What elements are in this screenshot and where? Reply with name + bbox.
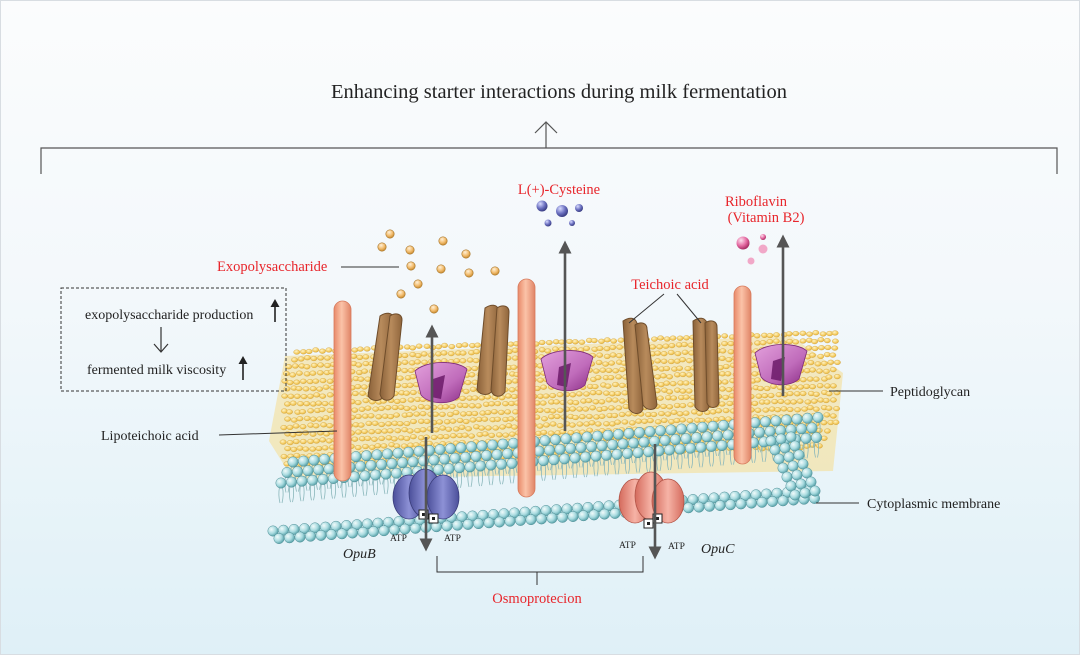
peptidoglycan-label: Peptidoglycan	[890, 385, 970, 400]
riboflavin-particles	[736, 234, 768, 265]
osmoprotection-bracket	[436, 556, 644, 585]
down-arrow-icon	[153, 327, 169, 353]
exopolysaccharide-label: Exopolysaccharide	[217, 259, 327, 275]
teichoic-acid-leaders	[628, 293, 702, 324]
up-arrow-icon	[270, 299, 280, 322]
atp-label-opub-left: ATP	[390, 534, 407, 544]
teichoic-acid-structures	[367, 304, 720, 414]
diagram-title: Enhancing starter interactions during mi…	[331, 81, 787, 103]
lipoteichoic-acid-label: Lipoteichoic acid	[101, 429, 199, 444]
transport-arrows	[419, 234, 790, 560]
lipoteichoic-acid-rods	[333, 278, 752, 498]
atp-label-opuc-right: ATP	[668, 542, 685, 552]
teichoic-acid-label: Teichoic acid	[631, 277, 709, 293]
atp-label-opuc-left: ATP	[619, 541, 636, 551]
title-bracket	[40, 121, 1058, 174]
opub-label: OpuB	[343, 547, 376, 562]
riboflavin-label-line1: Riboflavin	[725, 194, 788, 210]
cysteine-particles	[536, 200, 583, 227]
up-arrow-icon-2	[238, 356, 248, 380]
cytoplasmic-membrane-label: Cytoplasmic membrane	[867, 497, 1000, 512]
lipoteichoic-acid-leader	[218, 430, 338, 436]
effect-viscosity-text: fermented milk viscosity	[87, 363, 226, 378]
opub-transporter	[392, 468, 460, 524]
effect-eps-production-text: exopolysaccharide production	[85, 308, 253, 323]
atp-label-opub-right: ATP	[444, 534, 461, 544]
opuc-transporter	[618, 471, 685, 529]
osmoprotection-label: Osmoprotecion	[492, 591, 582, 607]
opuc-label: OpuC	[701, 542, 735, 557]
riboflavin-label-line2: (Vitamin B2)	[728, 210, 805, 226]
cell-wall-proteins	[414, 344, 808, 404]
cysteine-label: L(+)-Cysteine	[518, 182, 600, 198]
exopolysaccharide-particles	[377, 229, 500, 314]
effect-box: exopolysaccharide production fermented m…	[60, 287, 287, 392]
